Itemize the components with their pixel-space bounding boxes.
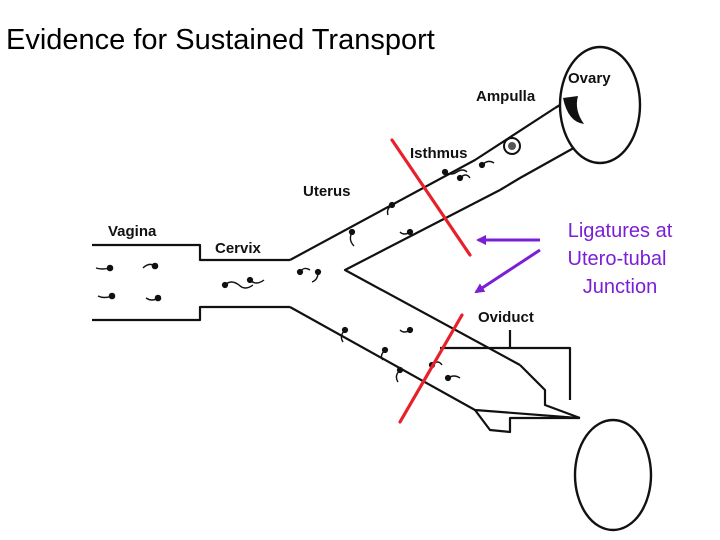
label-ovary: Ovary	[568, 70, 611, 87]
oviduct-bracket	[440, 346, 572, 400]
ovary-lower	[573, 418, 653, 532]
ligature-annotation: Ligatures at Utero-tubal Junction	[568, 220, 673, 298]
annotation-arrows	[474, 235, 541, 294]
label-oviduct: Oviduct	[478, 309, 534, 326]
label-uterus: Uterus	[303, 183, 351, 200]
ovary-upper	[558, 45, 642, 165]
tract-outline	[92, 95, 589, 434]
ova	[503, 137, 521, 155]
upper-oviduct-inner	[499, 139, 589, 191]
ligature-lower	[398, 313, 464, 424]
lower-oviduct-outer	[474, 409, 580, 434]
ligature-upper	[390, 138, 472, 257]
vagina-lower-wall	[92, 305, 290, 322]
sperm-cells	[95, 160, 495, 383]
label-ampulla: Ampulla	[476, 88, 536, 105]
annotation-line-2: Utero-tubal	[568, 248, 667, 270]
horn-inner-wall	[343, 189, 521, 366]
label-isthmus: Isthmus	[410, 145, 468, 162]
label-vagina: Vagina	[108, 223, 157, 240]
page-title: Evidence for Sustained Transport	[6, 24, 435, 56]
annotation-line-1: Ligatures at	[568, 220, 673, 242]
vagina-upper-wall	[92, 243, 290, 262]
ligature-marks	[390, 138, 472, 424]
annotation-line-3: Junction	[583, 276, 658, 298]
label-cervix: Cervix	[215, 240, 262, 257]
upper-horn-outer-wall	[289, 107, 556, 261]
lower-oviduct-inner	[519, 364, 581, 420]
arrow-to-lower-ligature	[474, 248, 541, 294]
ovary-follicle	[563, 96, 584, 124]
